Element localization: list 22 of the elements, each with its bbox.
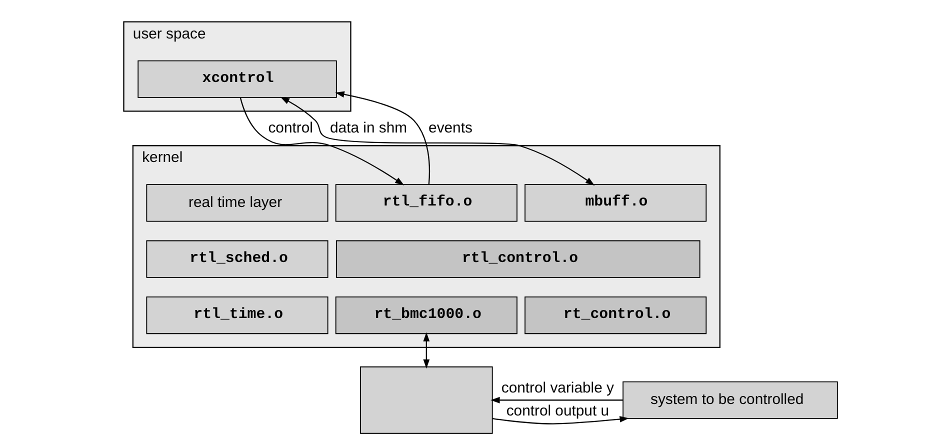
node-box: xcontrol	[138, 60, 337, 98]
arrow	[490, 396, 623, 404]
node-box: real time layer	[146, 184, 328, 222]
node-box: rt_control.o	[524, 296, 707, 334]
edge-label: control variable y	[501, 380, 614, 397]
node-box	[360, 366, 493, 434]
edge-label: events	[428, 120, 472, 136]
node-box: system to be controlled	[622, 381, 838, 419]
arrow	[280, 96, 595, 186]
edge-label: control output u	[506, 403, 610, 420]
node-box: rt_bmc1000.o	[335, 296, 518, 334]
arrow	[240, 98, 404, 186]
node-box: rtl_fifo.o	[335, 184, 518, 222]
arrow	[335, 91, 430, 184]
arrow	[423, 332, 430, 369]
edge-label: data in shm	[330, 120, 408, 136]
node-box: rtl_control.o	[336, 240, 700, 278]
node-box: mbuff.o	[524, 184, 707, 222]
node-box: rtl_time.o	[146, 296, 328, 334]
edge-label: control	[268, 120, 313, 136]
node-box: rtl_sched.o	[146, 240, 328, 278]
arrow	[492, 416, 629, 424]
